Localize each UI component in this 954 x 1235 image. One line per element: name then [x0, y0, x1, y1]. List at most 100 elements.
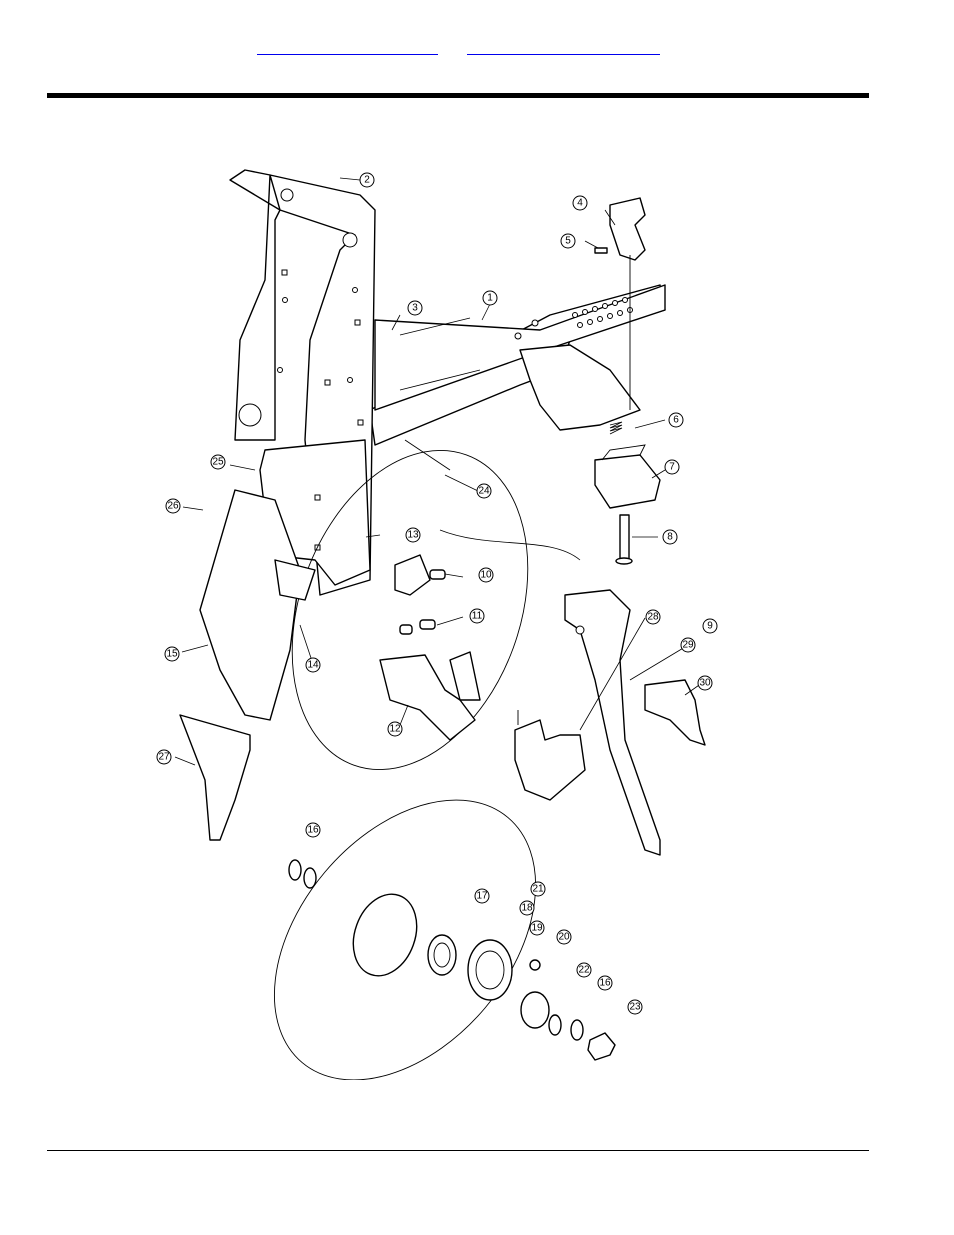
washer-16b	[570, 1019, 584, 1041]
svg-text:11: 11	[472, 611, 483, 622]
svg-text:16: 16	[599, 978, 611, 989]
svg-text:2: 2	[364, 175, 370, 186]
hub-19	[467, 939, 513, 1001]
header-link-2[interactable]	[467, 40, 660, 55]
callout-19: 19	[529, 920, 545, 936]
washer-16c	[288, 859, 302, 881]
callout-30: 30	[697, 675, 713, 691]
callout-8: 8	[662, 529, 678, 545]
callout-16-left: 16	[305, 822, 321, 838]
svg-text:1: 1	[487, 293, 493, 304]
bracket-12-tab	[449, 651, 481, 701]
spring-6	[609, 421, 623, 435]
scraper-mount	[274, 559, 316, 601]
callout-18: 18	[519, 900, 535, 916]
svg-text:30: 30	[699, 678, 711, 689]
callout-2: 2	[359, 172, 375, 188]
hub-plate	[394, 554, 431, 596]
svg-text:16: 16	[307, 825, 319, 836]
disc-hub-plate	[352, 893, 418, 977]
header-links	[0, 40, 954, 60]
svg-text:22: 22	[578, 965, 590, 976]
svg-text:19: 19	[531, 923, 543, 934]
link-curve	[439, 529, 581, 561]
callout-23: 23	[627, 999, 643, 1015]
callout-24: 24	[476, 483, 492, 499]
svg-text:13: 13	[407, 530, 419, 541]
callout-11: 11	[469, 608, 485, 624]
callout-20: 20	[556, 929, 572, 945]
pin-10	[429, 569, 446, 580]
svg-text:3: 3	[412, 303, 418, 314]
callout-22: 22	[576, 962, 592, 978]
callout-25: 25	[210, 454, 226, 470]
callout-3: 3	[407, 300, 423, 316]
washer-16d	[303, 867, 317, 889]
svg-text:26: 26	[167, 501, 179, 512]
callout-9: 9	[702, 618, 718, 634]
pin-8	[619, 514, 630, 561]
callout-26: 26	[165, 498, 181, 514]
adjust-holes	[572, 297, 633, 328]
svg-text:21: 21	[532, 884, 544, 895]
diagram-svg: 1 2 3 4 5 6 7 8 9 10 11 12 13 14 15 16 1…	[156, 169, 718, 1080]
svg-text:8: 8	[667, 532, 673, 543]
svg-text:9: 9	[707, 621, 713, 632]
callout-5: 5	[560, 233, 576, 249]
cap-20	[529, 959, 541, 971]
svg-text:4: 4	[577, 198, 583, 209]
callout-12: 12	[387, 721, 403, 737]
bracket-28	[514, 719, 586, 801]
svg-text:12: 12	[389, 724, 401, 735]
svg-text:24: 24	[478, 486, 490, 497]
bottom-rule	[47, 1150, 869, 1151]
svg-text:18: 18	[521, 903, 533, 914]
handle-4	[609, 197, 646, 261]
callout-29: 29	[680, 637, 696, 653]
shaft-24	[404, 439, 451, 471]
washer-16a	[548, 1014, 562, 1036]
callout-6: 6	[668, 412, 684, 428]
scraper-blade	[199, 489, 301, 721]
svg-text:7: 7	[669, 462, 675, 473]
svg-text:27: 27	[158, 752, 170, 763]
callout-1: 1	[482, 290, 498, 306]
callout-28: 28	[645, 609, 661, 625]
svg-text:20: 20	[558, 932, 570, 943]
bearing-17	[427, 934, 457, 976]
bolt-23	[587, 1032, 616, 1061]
pin-5	[594, 247, 608, 254]
pin-11b	[399, 624, 413, 635]
svg-text:6: 6	[673, 415, 679, 426]
callout-13: 13	[405, 527, 421, 543]
callout-17: 17	[474, 888, 490, 904]
svg-text:15: 15	[166, 649, 178, 660]
callout-16-right: 16	[597, 975, 613, 991]
svg-text:14: 14	[307, 660, 319, 671]
header-link-1[interactable]	[257, 40, 438, 55]
callout-4: 4	[572, 195, 588, 211]
callout-14: 14	[305, 657, 321, 673]
washer-22	[520, 991, 550, 1029]
svg-text:28: 28	[647, 612, 659, 623]
callout-7: 7	[664, 459, 680, 475]
svg-text:5: 5	[565, 236, 571, 247]
callout-27: 27	[156, 749, 172, 765]
front-disc	[273, 799, 537, 1080]
svg-text:29: 29	[682, 640, 694, 651]
pin-11	[419, 619, 436, 630]
callout-21: 21	[530, 881, 546, 897]
block-7	[594, 454, 661, 509]
callout-15: 15	[164, 646, 180, 662]
svg-text:25: 25	[212, 457, 224, 468]
top-rule	[47, 93, 869, 98]
svg-text:17: 17	[476, 891, 488, 902]
frame-assembly	[369, 284, 666, 446]
deflector-30	[644, 679, 706, 746]
bracket-12	[379, 654, 476, 741]
svg-text:10: 10	[480, 570, 492, 581]
callouts: 1 2 3 4 5 6 7 8 9 10 11 12 13 14 15 16 1…	[156, 172, 718, 1015]
scraper-27	[179, 714, 251, 841]
svg-text:23: 23	[629, 1002, 641, 1013]
callout-10: 10	[478, 567, 494, 583]
